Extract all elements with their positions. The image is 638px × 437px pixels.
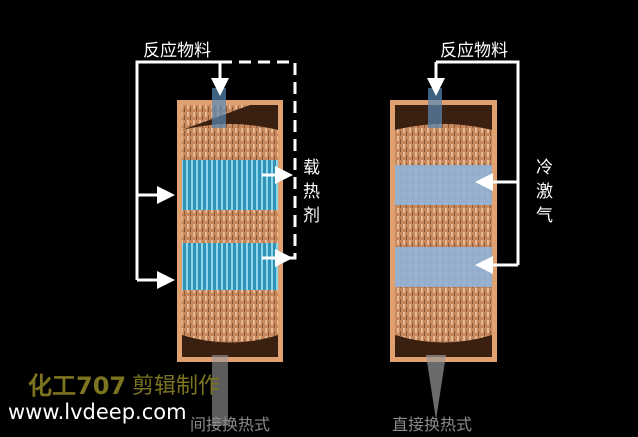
quench-piping xyxy=(427,60,520,274)
left-feed-label: 反应物料 xyxy=(143,41,211,61)
heat-exchange-tubes xyxy=(182,160,278,210)
coolant-label: 载热剂 xyxy=(303,158,320,226)
indirect-reactor xyxy=(177,88,283,425)
watermark-line2: 剪辑制作 xyxy=(132,374,221,399)
left-caption: 间接换热式 xyxy=(190,415,271,434)
watermark-url: www.lvdeep.com xyxy=(8,400,187,424)
watermark-line1: 化工707 xyxy=(28,372,127,400)
right-feed-label: 反应物料 xyxy=(440,41,508,61)
right-caption: 直接换热式 xyxy=(392,415,473,434)
coolant-piping xyxy=(135,60,297,289)
direct-reactor xyxy=(390,88,497,420)
quench-label: 冷激气 xyxy=(536,158,553,226)
quench-zone xyxy=(395,247,492,287)
heat-exchange-tubes xyxy=(182,243,278,290)
quench-zone xyxy=(395,165,492,205)
